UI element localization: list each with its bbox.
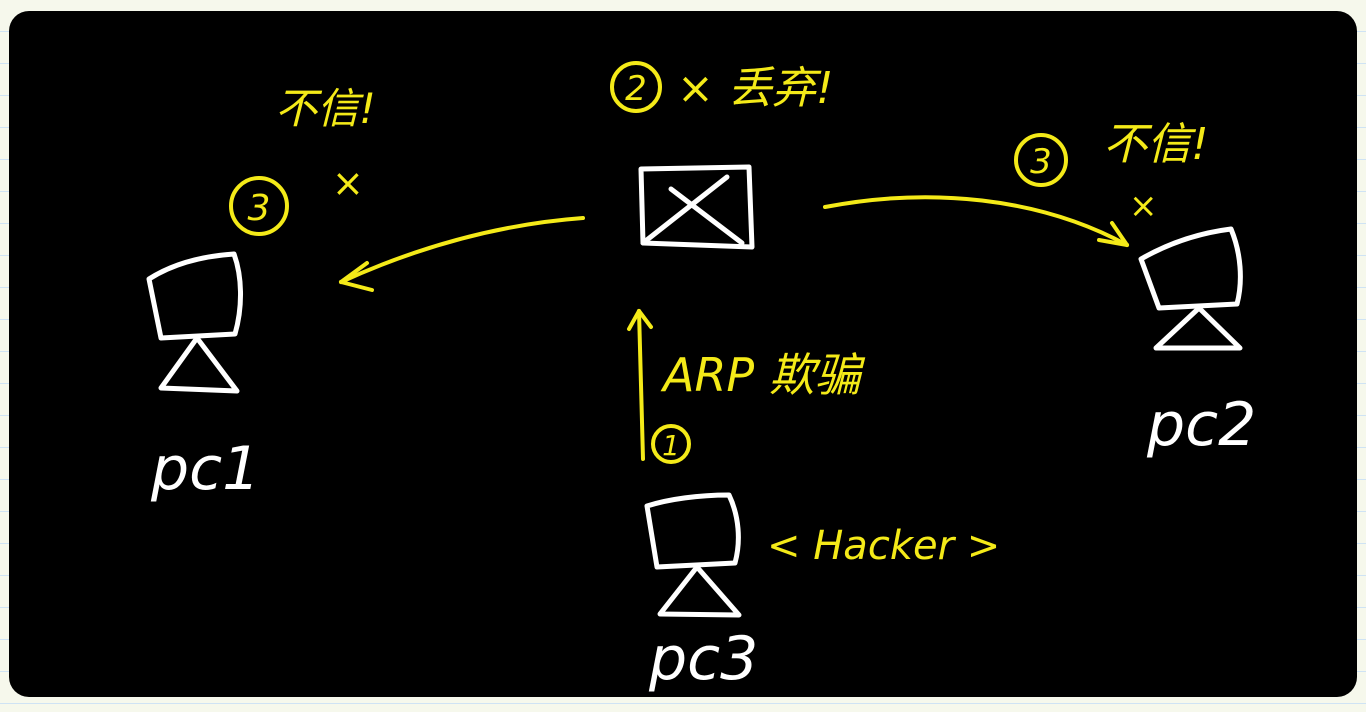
pc2-computer-icon — [1138, 226, 1243, 351]
whiteboard: 2 × 丢弃! ARP 欺骗 — [9, 11, 1357, 697]
arp-spoof-label: ARP 欺骗 — [660, 348, 866, 402]
pc2-distrust-text: 不信! — [1103, 119, 1209, 170]
pc1-computer-icon — [146, 251, 243, 394]
pc3-computer-icon — [644, 492, 742, 618]
pc1-cross-mark: × — [332, 161, 364, 205]
switch-drop-annotation: 2 × 丢弃! — [610, 61, 834, 114]
pc2-cross-mark: × — [1129, 186, 1158, 226]
step-2-circle — [610, 61, 662, 113]
pc2-annotation: 3 不信! × — [1014, 119, 1209, 226]
diagram-canvas: 2 × 丢弃! ARP 欺骗 — [146, 61, 1256, 694]
pc1-step-3-number: 3 — [248, 188, 271, 229]
pc1-step-3-circle — [229, 176, 289, 236]
arrow-to-pc2 — [823, 195, 1129, 247]
pc2-label: pc2 — [1146, 390, 1256, 460]
pc2-step-3-circle — [1014, 133, 1068, 187]
pc1-label: pc1 — [150, 434, 260, 504]
step-2-number: 2 — [625, 69, 647, 109]
pc1-distrust-text: 不信! — [275, 84, 376, 133]
hacker-tag: < Hacker > — [767, 523, 1000, 569]
arrow-arp-spoof — [627, 309, 653, 461]
step-1-circle — [651, 424, 691, 464]
switch-icon — [638, 164, 755, 250]
pc1-annotation: 不信! 3 × — [229, 84, 376, 236]
switch-drop-text: × 丢弃! — [677, 63, 834, 114]
step-1-number: 1 — [662, 429, 680, 462]
pc3-label: pc3 — [648, 624, 758, 694]
arp-annotation: ARP 欺骗 1 — [651, 348, 866, 464]
pc2-step-3-number: 3 — [1030, 142, 1052, 182]
arrow-to-pc1 — [339, 216, 585, 292]
